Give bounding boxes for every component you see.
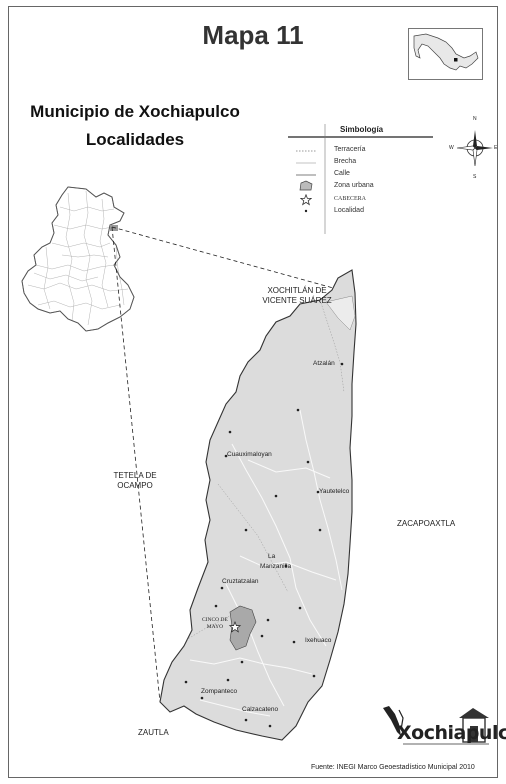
legend-item-cabecera: CABECERA	[334, 196, 367, 202]
subtitle-line1: Municipio de Xochiapulco	[30, 102, 240, 121]
symbol-zona-urbana	[299, 180, 313, 191]
xochiapulco-locator	[110, 225, 118, 231]
legend-item-zona-urbana: Zona urbana	[334, 182, 374, 189]
legend-title: Simbología	[340, 125, 384, 134]
label-yautetelco: Yautetelco	[319, 488, 350, 495]
compass-n: N	[473, 116, 477, 122]
label-zompanteco: Zompanteco	[201, 688, 238, 695]
xochiapulco-logo: Xochiapulco	[381, 702, 506, 750]
label-zacapoaxtla: ZACAPOAXTLA	[397, 519, 456, 528]
label-xochitlan-line2: VICENTE SUÁREZ	[262, 296, 332, 305]
symbol-calle	[296, 174, 316, 176]
compass-rose-icon	[456, 130, 493, 167]
label-tetela: TETELA DE OCAMPO	[100, 471, 170, 491]
label-zautla: ZAUTLA	[138, 728, 169, 737]
label-cinco-de-mayo: CINCO DE MAYO	[202, 617, 228, 631]
compass-s: S	[473, 174, 477, 180]
puebla-marker	[454, 58, 458, 62]
label-xochitlan-line1: XOCHITLÁN DE	[267, 286, 327, 295]
map-frame	[8, 6, 498, 778]
label-cruztatzalan: Cruztatzalan	[222, 578, 259, 585]
label-tetela-line1: TETELA DE	[113, 471, 157, 480]
zoom-lines	[111, 226, 356, 703]
label-xochitlan: XOCHITLÁN DE VICENTE SUÁREZ	[242, 286, 352, 306]
legend-separator	[324, 124, 326, 234]
subtitle-line2: Localidades	[85, 130, 185, 149]
label-cinco-line2: MAYO	[206, 624, 224, 630]
localidad-dots	[184, 362, 344, 728]
symbol-terraceria	[296, 150, 316, 152]
label-atzalan: Atzalán	[313, 360, 335, 367]
compass-w: W	[449, 145, 454, 151]
legend-item-brecha: Brecha	[334, 158, 357, 165]
label-cuauximaloyan: Cuauximaloyan	[227, 451, 272, 458]
municipio-polygon	[159, 269, 357, 741]
source-note: Fuente: INEGI Marco Geoestadístico Munic…	[311, 764, 475, 771]
puebla-locator-map	[21, 186, 135, 332]
roads	[189, 409, 343, 717]
compass-e: E	[494, 145, 498, 151]
label-manzanilla: Manzanilla	[260, 563, 292, 570]
legend-item-calle: Calle	[334, 170, 350, 177]
dot-icon	[304, 209, 308, 213]
mexico-inset-map	[408, 28, 483, 80]
map-subtitle: Municipio de Xochiapulco Localidades	[20, 98, 250, 154]
label-tetela-line2: OCAMPO	[117, 481, 153, 490]
label-ixehuaco: Ixehuaco	[305, 637, 332, 644]
legend-item-localidad: Localidad	[334, 207, 364, 214]
map-title: Mapa 11	[202, 20, 304, 50]
zona-urbana	[229, 605, 257, 651]
label-cinco-line1: CINCO DE	[202, 617, 228, 623]
symbol-brecha	[296, 162, 316, 164]
label-la: La	[268, 553, 276, 560]
legend-item-terraceria: Terracería	[334, 146, 366, 153]
logo-text: Xochiapulco	[397, 722, 506, 744]
legend-rule	[288, 136, 433, 138]
star-icon	[300, 194, 312, 206]
cabecera-star-icon	[228, 621, 242, 633]
logo-mark-icon	[383, 706, 489, 745]
label-calzacateno: Calzacateno	[242, 706, 279, 713]
